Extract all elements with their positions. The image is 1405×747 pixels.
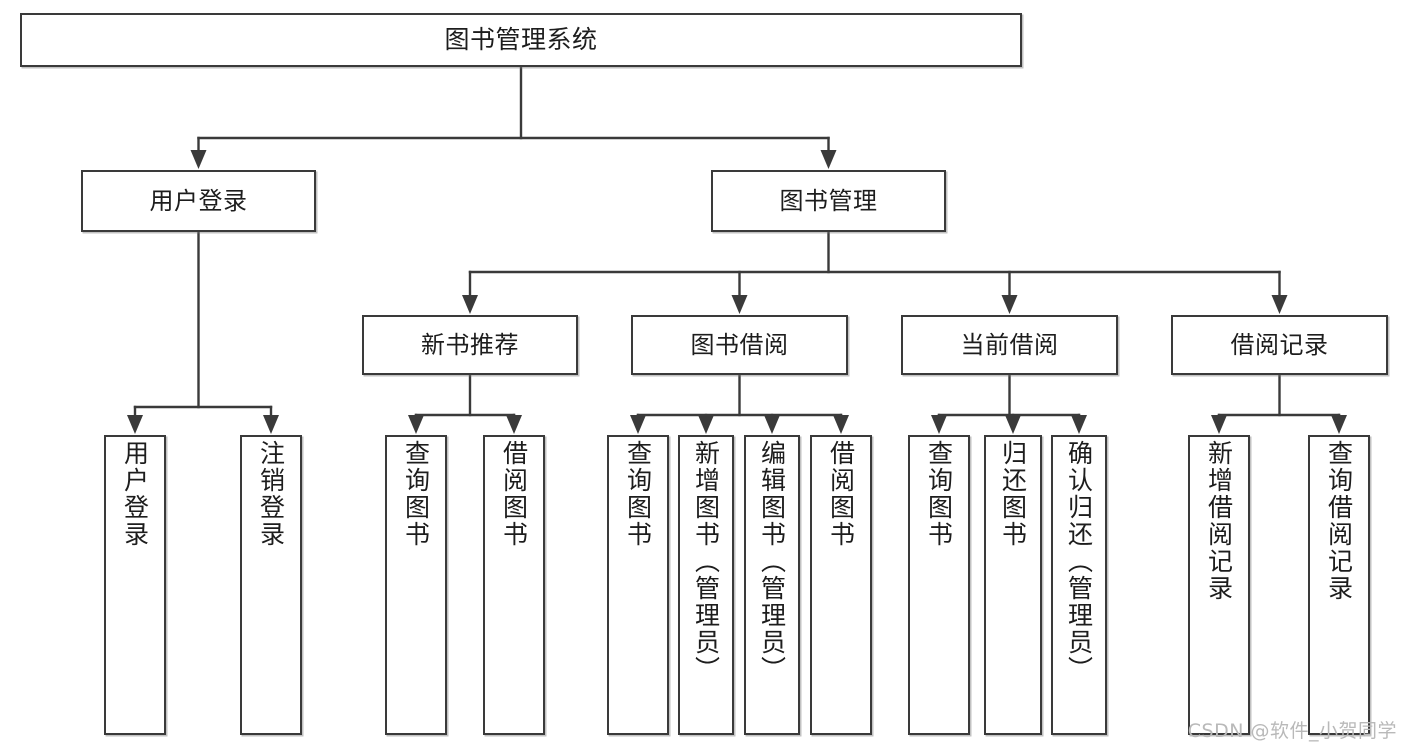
arrowhead-leaf-user-login <box>127 415 143 434</box>
node-leaf-add-borrow-record[interactable]: 新增借阅记录 <box>1188 435 1250 735</box>
arrowhead-to-borrow-record <box>1271 295 1288 314</box>
arrowhead-to-new-book-recommend <box>462 295 478 314</box>
node-leaf-borrow-book[interactable]: 借阅图书 <box>810 435 872 735</box>
node-current-borrow[interactable]: 当前借阅 <box>901 315 1118 375</box>
node-book-borrow[interactable]: 图书借阅 <box>631 315 848 375</box>
node-leaf-logout[interactable]: 注销登录 <box>240 435 302 735</box>
node-new-book-recommend[interactable]: 新书推荐 <box>362 315 578 375</box>
arrowhead-leaf-query-book-current <box>931 415 947 434</box>
node-leaf-query-book-current[interactable]: 查询图书 <box>908 435 970 735</box>
watermark-text: CSDN @软件_小贺同学 <box>1187 720 1397 742</box>
node-leaf-borrow-book-rec-label: 借阅图书 <box>499 440 529 548</box>
node-current-borrow-label: 当前借阅 <box>960 330 1059 359</box>
arrowhead-leaf-query-book-rec <box>408 415 424 434</box>
node-leaf-edit-book-label: 编辑图书（管理员） <box>757 440 787 683</box>
node-user-login-label: 用户登录 <box>149 186 248 215</box>
arrowhead-leaf-query-book-borrow <box>630 415 646 434</box>
arrowhead-leaf-borrow-book-rec <box>506 415 522 434</box>
arrowhead-to-user-login <box>190 150 207 169</box>
node-leaf-borrow-book-label: 借阅图书 <box>826 440 856 548</box>
arrowhead-to-current-borrow <box>1001 295 1018 314</box>
node-leaf-query-book-borrow[interactable]: 查询图书 <box>607 435 669 735</box>
node-leaf-query-book-rec[interactable]: 查询图书 <box>385 435 447 735</box>
arrowhead-leaf-query-borrow-record <box>1331 415 1347 434</box>
node-leaf-user-login-label: 用户登录 <box>120 440 150 548</box>
node-user-login[interactable]: 用户登录 <box>81 170 316 232</box>
node-leaf-confirm-return[interactable]: 确认归还（管理员） <box>1051 435 1107 735</box>
node-borrow-record-label: 借阅记录 <box>1230 330 1329 359</box>
node-leaf-return-book[interactable]: 归还图书 <box>984 435 1042 735</box>
arrowhead-to-book-borrow <box>731 295 748 314</box>
node-leaf-query-book-borrow-label: 查询图书 <box>623 440 653 548</box>
node-leaf-logout-label: 注销登录 <box>256 440 286 548</box>
arrowhead-to-book-manage <box>820 150 837 169</box>
node-book-manage-label: 图书管理 <box>779 186 878 215</box>
node-leaf-query-book-current-label: 查询图书 <box>924 440 954 548</box>
node-leaf-query-book-rec-label: 查询图书 <box>401 440 431 548</box>
node-leaf-confirm-return-label: 确认归还（管理员） <box>1064 440 1094 683</box>
arrowhead-leaf-return-book <box>1005 415 1021 434</box>
node-root-label: 图书管理系统 <box>444 25 598 54</box>
node-book-manage[interactable]: 图书管理 <box>711 170 946 232</box>
node-leaf-user-login[interactable]: 用户登录 <box>104 435 166 735</box>
node-leaf-edit-book[interactable]: 编辑图书（管理员） <box>744 435 800 735</box>
arrowhead-leaf-confirm-return <box>1071 415 1087 434</box>
node-leaf-query-borrow-record-label: 查询借阅记录 <box>1324 440 1354 602</box>
arrowhead-leaf-edit-book <box>764 415 780 434</box>
arrowhead-leaf-logout <box>263 415 279 434</box>
node-borrow-record[interactable]: 借阅记录 <box>1171 315 1388 375</box>
node-book-borrow-label: 图书借阅 <box>690 330 789 359</box>
node-leaf-add-borrow-record-label: 新增借阅记录 <box>1204 440 1234 602</box>
node-new-book-recommend-label: 新书推荐 <box>421 330 519 359</box>
node-leaf-add-book-label: 新增图书（管理员） <box>691 440 721 683</box>
arrowhead-leaf-borrow-book <box>833 415 849 434</box>
node-leaf-add-book[interactable]: 新增图书（管理员） <box>678 435 734 735</box>
arrowhead-leaf-add-borrow-record <box>1211 415 1227 434</box>
node-leaf-return-book-label: 归还图书 <box>998 440 1028 548</box>
node-root[interactable]: 图书管理系统 <box>20 13 1022 67</box>
arrowhead-leaf-add-book <box>698 415 714 434</box>
node-leaf-borrow-book-rec[interactable]: 借阅图书 <box>483 435 545 735</box>
node-leaf-query-borrow-record[interactable]: 查询借阅记录 <box>1308 435 1370 735</box>
